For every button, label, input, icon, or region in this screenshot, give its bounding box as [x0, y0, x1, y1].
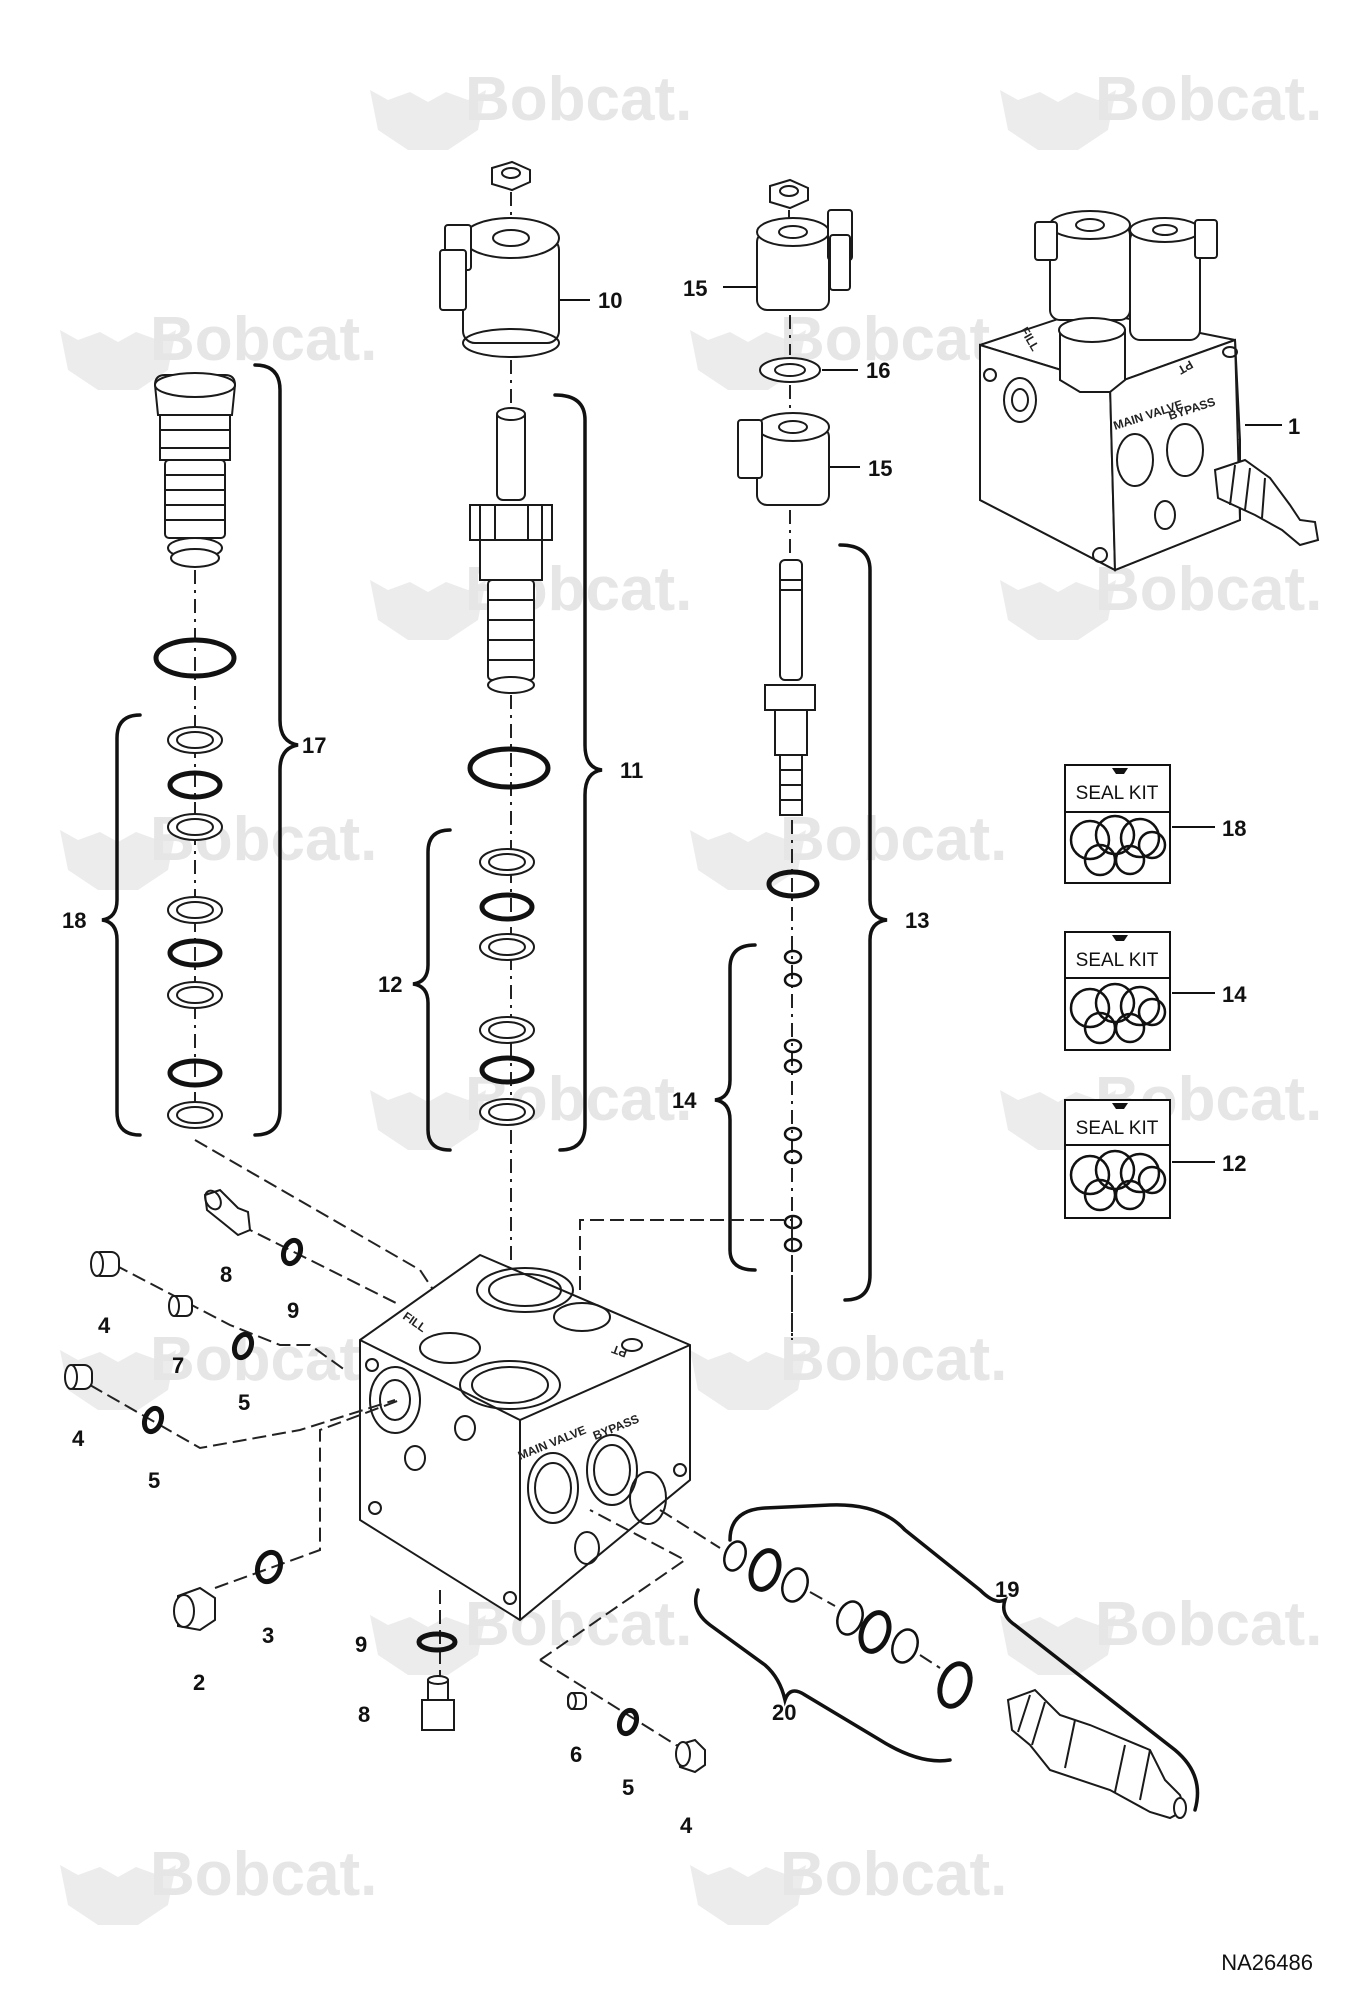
oring [153, 637, 237, 679]
seal-stack-12 [479, 848, 535, 1126]
brace-18 [101, 713, 142, 1137]
callout-2: 2 [193, 1670, 205, 1695]
callout-20: 20 [772, 1700, 796, 1725]
callout-16: 16 [866, 358, 890, 383]
assembly-path [539, 1509, 701, 1761]
callout-4-upper: 4 [98, 1313, 111, 1338]
figure-id: NA26486 [1221, 1950, 1313, 1975]
cartridge-17 [153, 372, 237, 568]
oring-3 [254, 1549, 284, 1585]
callout-4-left: 4 [72, 1426, 85, 1451]
callout-7: 7 [172, 1353, 184, 1378]
watermark-text: Bobcat. [780, 1325, 1007, 1394]
oring-5-upper [231, 1331, 255, 1361]
assembly-path [214, 1399, 401, 1589]
callout-10: 10 [598, 288, 622, 313]
washer-16 [759, 357, 821, 383]
seal-stack-18 [167, 726, 223, 1129]
seal-kit-14: SEAL KIT [1064, 931, 1171, 1051]
callout-11: 11 [620, 758, 643, 783]
watermark-text: Bobcat. [150, 305, 377, 374]
brace-17 [253, 363, 299, 1137]
brace-12 [412, 828, 452, 1152]
oring-5-left [141, 1405, 165, 1435]
oring [467, 746, 551, 790]
assembly-path [809, 1591, 941, 1669]
watermark-text: Bobcat. [780, 1840, 1007, 1909]
assembly-path [659, 1509, 721, 1549]
assembly-path [579, 1219, 793, 1340]
seal-kit-12: SEAL KIT [1064, 1099, 1171, 1219]
plug-4-left [64, 1364, 93, 1390]
callout-9-upper: 9 [287, 1298, 299, 1323]
seal-kit-title: SEAL KIT [1076, 1118, 1159, 1139]
orifice-7 [168, 1295, 193, 1317]
orifice-6 [567, 1692, 587, 1710]
callout-5-upper: 5 [238, 1390, 250, 1415]
watermark-text: Bobcat. [150, 1325, 377, 1394]
oring-9-upper [280, 1237, 304, 1267]
watermark-layer: Bobcat. Bobcat. Bobcat. Bobcat. Bobcat. … [60, 65, 1322, 1925]
callout-6: 6 [570, 1742, 582, 1767]
fitting-8-lower [421, 1675, 455, 1731]
callout-9-lower: 9 [355, 1632, 367, 1657]
assembly-path [194, 1139, 471, 1346]
plug-2 [173, 1586, 216, 1632]
watermark-text: Bobcat. [1095, 65, 1322, 134]
oring-9-lower [416, 1631, 458, 1653]
callout-15-upper: 15 [683, 276, 707, 301]
seal-kit-18: SEAL KIT [1064, 764, 1171, 884]
callout-14: 14 [672, 1088, 697, 1113]
pt-top-label: PT [1175, 357, 1196, 377]
watermark-text: Bobcat. [780, 805, 1007, 874]
valve-assembly-1: MAIN VALVE BYPASS FILL PT [979, 210, 1320, 572]
solenoid-coil-15-upper [756, 209, 853, 311]
callout-4-lower: 4 [680, 1813, 693, 1838]
callout-8-upper: 8 [220, 1262, 232, 1287]
fitting-8-upper [203, 1188, 252, 1237]
brace-14 [714, 943, 757, 1272]
assembly-path [239, 1224, 401, 1306]
relief-cartridge-19 [1006, 1688, 1187, 1820]
brace-11 [553, 393, 603, 1152]
callout-19: 19 [995, 1577, 1019, 1602]
watermark-text: Bobcat. [780, 305, 1007, 374]
pt-top-label: PT [609, 1342, 629, 1361]
callout-1: 1 [1288, 414, 1300, 439]
callout-13: 13 [905, 908, 929, 933]
watermark-text: Bobcat. [1095, 1590, 1322, 1659]
seal-kit-title: SEAL KIT [1076, 950, 1159, 971]
oring-5-lower [616, 1707, 640, 1737]
seal-stack-20 [723, 1540, 973, 1709]
brace-20 [694, 1588, 952, 1763]
plug-4-upper [90, 1251, 120, 1277]
seal-kit-title: SEAL KIT [1076, 783, 1159, 804]
watermark-text: Bobcat. [150, 1840, 377, 1909]
brace-13 [838, 543, 888, 1302]
callout-seal-kit-12: 12 [1222, 1151, 1246, 1176]
callout-3: 3 [262, 1623, 274, 1648]
nut [769, 178, 809, 210]
nut [491, 160, 531, 192]
callout-15-lower: 15 [868, 456, 892, 481]
callout-5-left: 5 [148, 1468, 160, 1493]
solenoid-coil-10 [439, 217, 560, 358]
cartridge-13 [764, 559, 816, 816]
cartridge-11 [469, 407, 553, 694]
callout-8-lower: 8 [358, 1702, 370, 1727]
brace-19 [728, 1503, 1200, 1812]
callout-17: 17 [302, 733, 326, 758]
plug-4-lower [675, 1738, 706, 1774]
solenoid-coil-15-lower [737, 412, 830, 506]
watermark-text: Bobcat. [465, 65, 692, 134]
watermark-text: Bobcat. [1095, 555, 1322, 624]
callout-seal-kit-18: 18 [1222, 816, 1246, 841]
callout-18: 18 [62, 908, 86, 933]
callout-5-lower: 5 [622, 1775, 634, 1800]
callout-seal-kit-14: 14 [1222, 982, 1247, 1007]
callout-12: 12 [378, 972, 402, 997]
valve-block: MAIN VALVE BYPASS FILL PT [359, 1253, 691, 1622]
oring [766, 869, 820, 899]
